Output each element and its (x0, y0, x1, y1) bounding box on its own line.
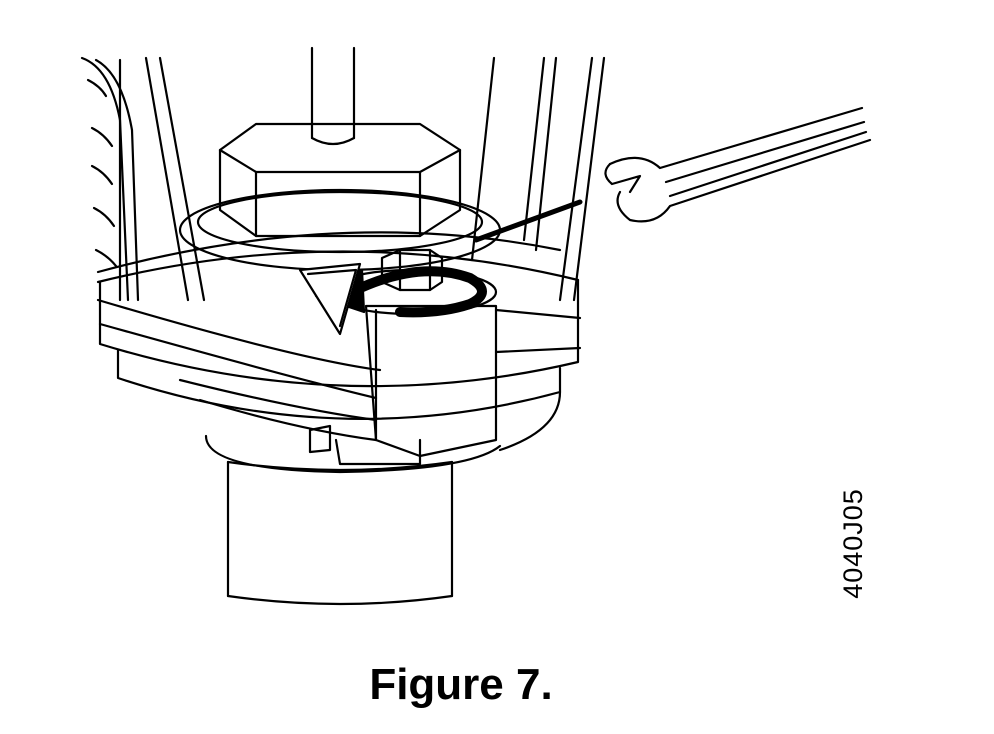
technical-drawing (80, 46, 872, 606)
cylinder-base (204, 434, 502, 606)
figure-caption: Figure 7. (369, 660, 553, 709)
drawing-code-text: 4040J05 (837, 487, 868, 599)
rotation-arrow (298, 262, 487, 336)
locking-ring (96, 231, 582, 452)
drawing-code-label: 4040J05 (836, 470, 870, 616)
left-housing (80, 56, 206, 302)
shaft (310, 46, 356, 146)
wrench (473, 106, 872, 243)
hex-nut (218, 122, 462, 238)
